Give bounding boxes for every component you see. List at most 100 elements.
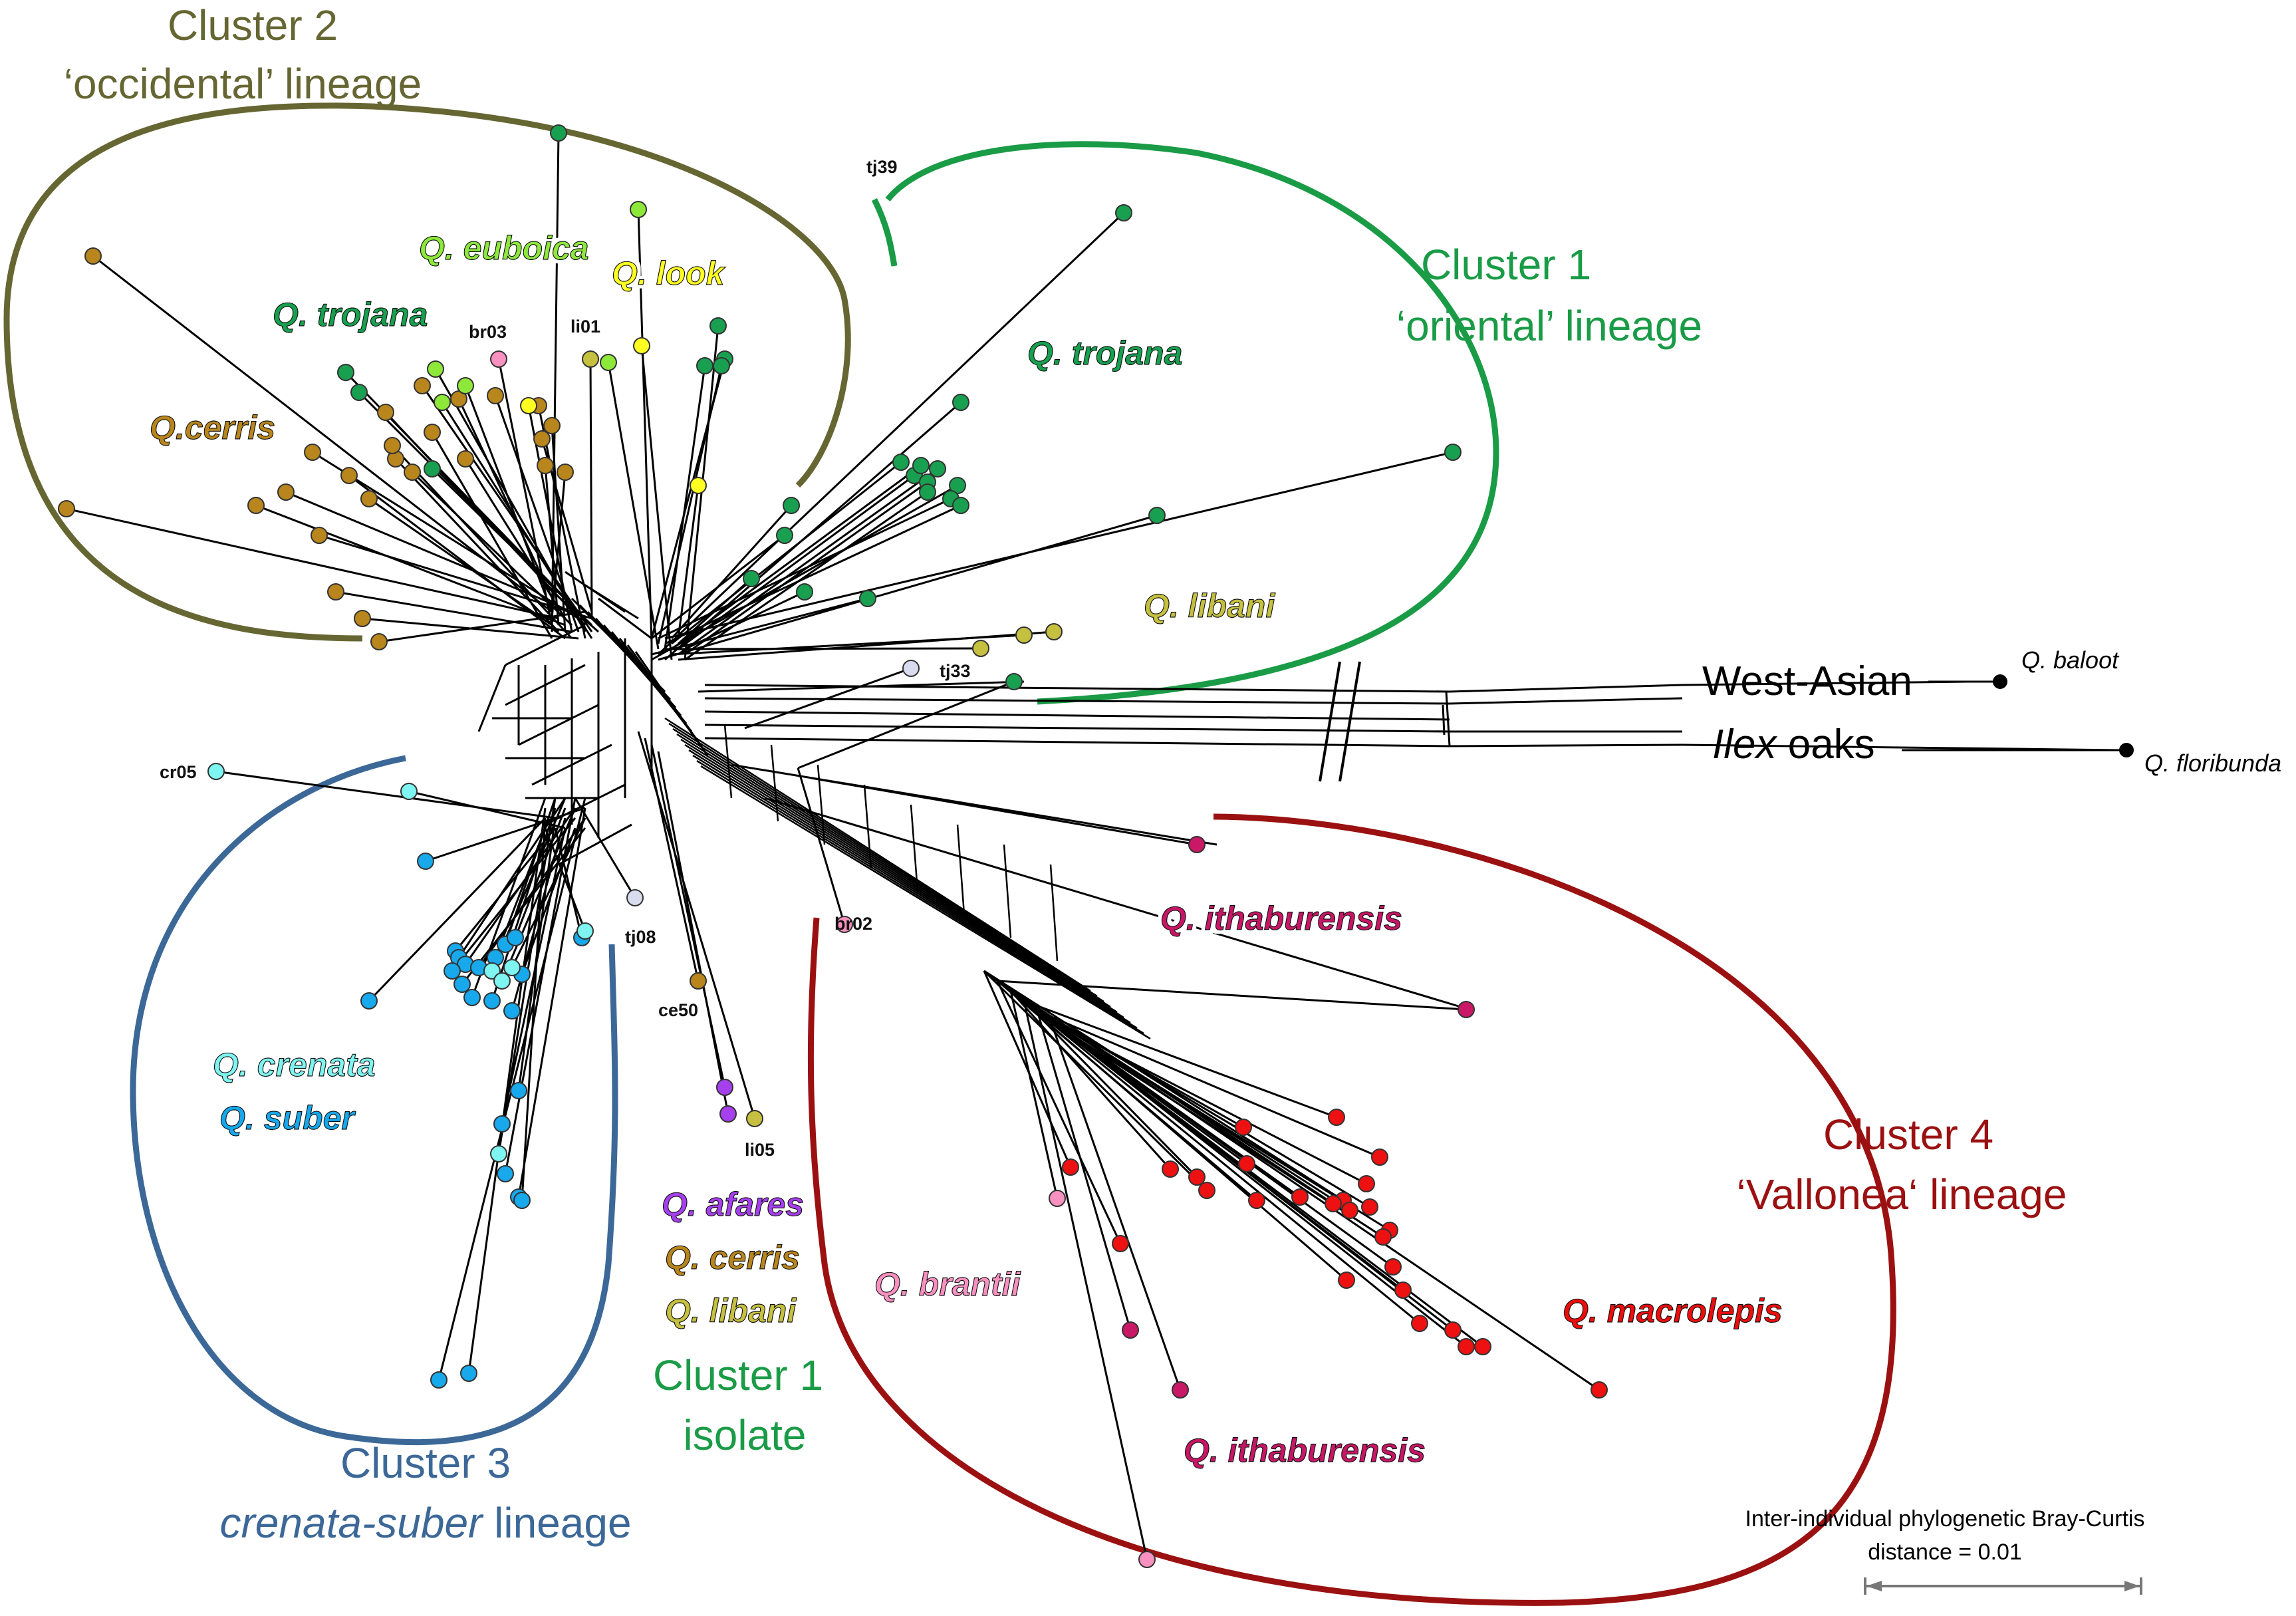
sample-node-macrolepis bbox=[1235, 1119, 1252, 1136]
sample-node-macrolepis bbox=[1238, 1155, 1255, 1172]
outgroup-label-line2: Ilex oaks bbox=[1712, 722, 1875, 767]
sample-node-macrolepis bbox=[1338, 1272, 1355, 1289]
network-branch bbox=[607, 362, 660, 650]
sample-node-suber bbox=[444, 962, 461, 980]
sample-node-trojana bbox=[929, 460, 946, 477]
network-reticulation bbox=[817, 764, 826, 845]
cluster3-title: Cluster 3 crenata-suber lineage bbox=[219, 1439, 631, 1547]
sample-node-cerris bbox=[690, 972, 707, 990]
sample-node-trojana bbox=[912, 457, 930, 474]
cluster4-title-line2: ‘Vallonea‘ lineage bbox=[1737, 1170, 2067, 1218]
network-reticulation bbox=[696, 759, 1144, 1035]
network-branch bbox=[644, 738, 700, 982]
scale-bar-line bbox=[1864, 1577, 2142, 1595]
sample-node-macrolepis bbox=[1384, 1258, 1402, 1276]
network-branch bbox=[408, 790, 566, 829]
sample-node-macrolepis bbox=[1248, 1192, 1265, 1209]
species-label-brantii: Q. brantii bbox=[874, 1266, 1021, 1303]
splits-network bbox=[66, 132, 1600, 1560]
sample-node-crenata bbox=[576, 922, 594, 940]
network-reticulation bbox=[664, 717, 1091, 992]
sample-node-suber bbox=[503, 1002, 521, 1019]
sample-node-macrolepis bbox=[1062, 1158, 1079, 1176]
sample-node-euboica bbox=[630, 201, 647, 218]
sample-node-br02 bbox=[836, 916, 853, 933]
species-label-ithaburensis-top: Q. ithaburensis bbox=[1160, 900, 1402, 937]
sample-node-macrolepis bbox=[1291, 1188, 1309, 1206]
sample-node-suber bbox=[430, 1371, 447, 1389]
sample-node-crenata bbox=[493, 972, 511, 990]
sample-node-suber bbox=[513, 1192, 531, 1209]
sample-node-suber bbox=[497, 1165, 514, 1182]
species-labels: Q. euboica Q. look Q. trojana Q.cerris Q… bbox=[149, 229, 1783, 1469]
sample-node-macrolepis bbox=[1188, 1168, 1206, 1186]
network-reticulation bbox=[692, 754, 1138, 1029]
sample-node-cerris bbox=[84, 247, 102, 265]
cluster3-title-rest: lineage bbox=[482, 1499, 631, 1547]
network-reticulation bbox=[731, 763, 1217, 846]
outgroup-labels: West-Asian Ilex oaks Q. baloot Q. florib… bbox=[1702, 646, 2281, 777]
cluster1-isolate-title: Cluster 1 isolate bbox=[653, 1351, 823, 1459]
sample-node-libani bbox=[972, 640, 989, 657]
sample-node-trojana bbox=[1005, 673, 1023, 690]
network-branch bbox=[657, 365, 723, 644]
network-branch bbox=[658, 514, 1158, 661]
sample-node-cerris bbox=[377, 404, 394, 421]
network-branch bbox=[1023, 1000, 1370, 1208]
species-label-libani-isolate: Q. libani bbox=[665, 1292, 797, 1329]
network-branch bbox=[457, 797, 567, 958]
sample-node-macrolepis bbox=[1474, 1338, 1491, 1355]
sample-node-cerris bbox=[414, 377, 431, 394]
sample-node-trojana bbox=[743, 570, 760, 587]
network-branch bbox=[983, 970, 1344, 1202]
network-core-edge bbox=[565, 571, 626, 613]
sample-node-look bbox=[520, 397, 537, 414]
sample-node-trojana bbox=[696, 357, 713, 374]
sample-node-macrolepis bbox=[1374, 1228, 1392, 1246]
sample-node-suber bbox=[483, 992, 501, 1010]
network-core-edge bbox=[518, 704, 599, 746]
sample-node-trojana bbox=[776, 527, 793, 544]
outgroup-label-rest: oaks bbox=[1776, 722, 1874, 767]
network-reticulation bbox=[1049, 864, 1059, 962]
network-core-edge bbox=[634, 651, 709, 756]
network-branch bbox=[983, 970, 1072, 1168]
cluster1-tj39-tick bbox=[871, 198, 898, 267]
network-branch bbox=[551, 132, 560, 632]
network-branch bbox=[658, 497, 952, 640]
sample-node-suber bbox=[460, 1365, 477, 1382]
sample-node-euboica bbox=[427, 360, 444, 378]
sample-node-macrolepis bbox=[1371, 1148, 1388, 1166]
sample-node-crenata bbox=[490, 1145, 507, 1162]
tip-label-baloot: Q. baloot bbox=[2021, 646, 2120, 674]
sample-node-euboica bbox=[600, 354, 617, 371]
network-branch bbox=[215, 770, 556, 819]
sample-node-trojana bbox=[1148, 507, 1166, 524]
network-branch bbox=[651, 534, 785, 640]
network-branch bbox=[651, 484, 958, 661]
species-label-crenata: Q. crenata bbox=[213, 1046, 376, 1083]
network-branch bbox=[1023, 1000, 1337, 1119]
baloot-tip bbox=[1993, 674, 2007, 689]
sample-node-cerris bbox=[311, 527, 328, 544]
network-core-edge bbox=[477, 664, 507, 732]
sample-node-ithaburensis bbox=[1172, 1381, 1189, 1399]
species-label-libani-c1: Q. libani bbox=[1144, 587, 1275, 624]
sample-node-cerris bbox=[487, 387, 504, 404]
network-branch bbox=[451, 817, 576, 972]
network-branch bbox=[501, 807, 576, 982]
sample-node-trojana bbox=[919, 483, 936, 501]
network-branch bbox=[348, 474, 566, 640]
species-label-euboica: Q. euboica bbox=[419, 229, 589, 267]
sample-node-macrolepis bbox=[1198, 1182, 1215, 1199]
cluster2-title: Cluster 2 ‘occidental’ lineage bbox=[64, 1, 422, 108]
sample-node-trojana bbox=[550, 124, 567, 142]
network-reticulation bbox=[672, 728, 1104, 1003]
sample-node-libani bbox=[1045, 623, 1063, 640]
network-branch bbox=[544, 465, 560, 626]
isolate-title-line2: isolate bbox=[684, 1411, 807, 1459]
network-branch bbox=[664, 365, 706, 650]
network-branch bbox=[1036, 1010, 1132, 1331]
sample-node-suber bbox=[463, 989, 481, 1006]
